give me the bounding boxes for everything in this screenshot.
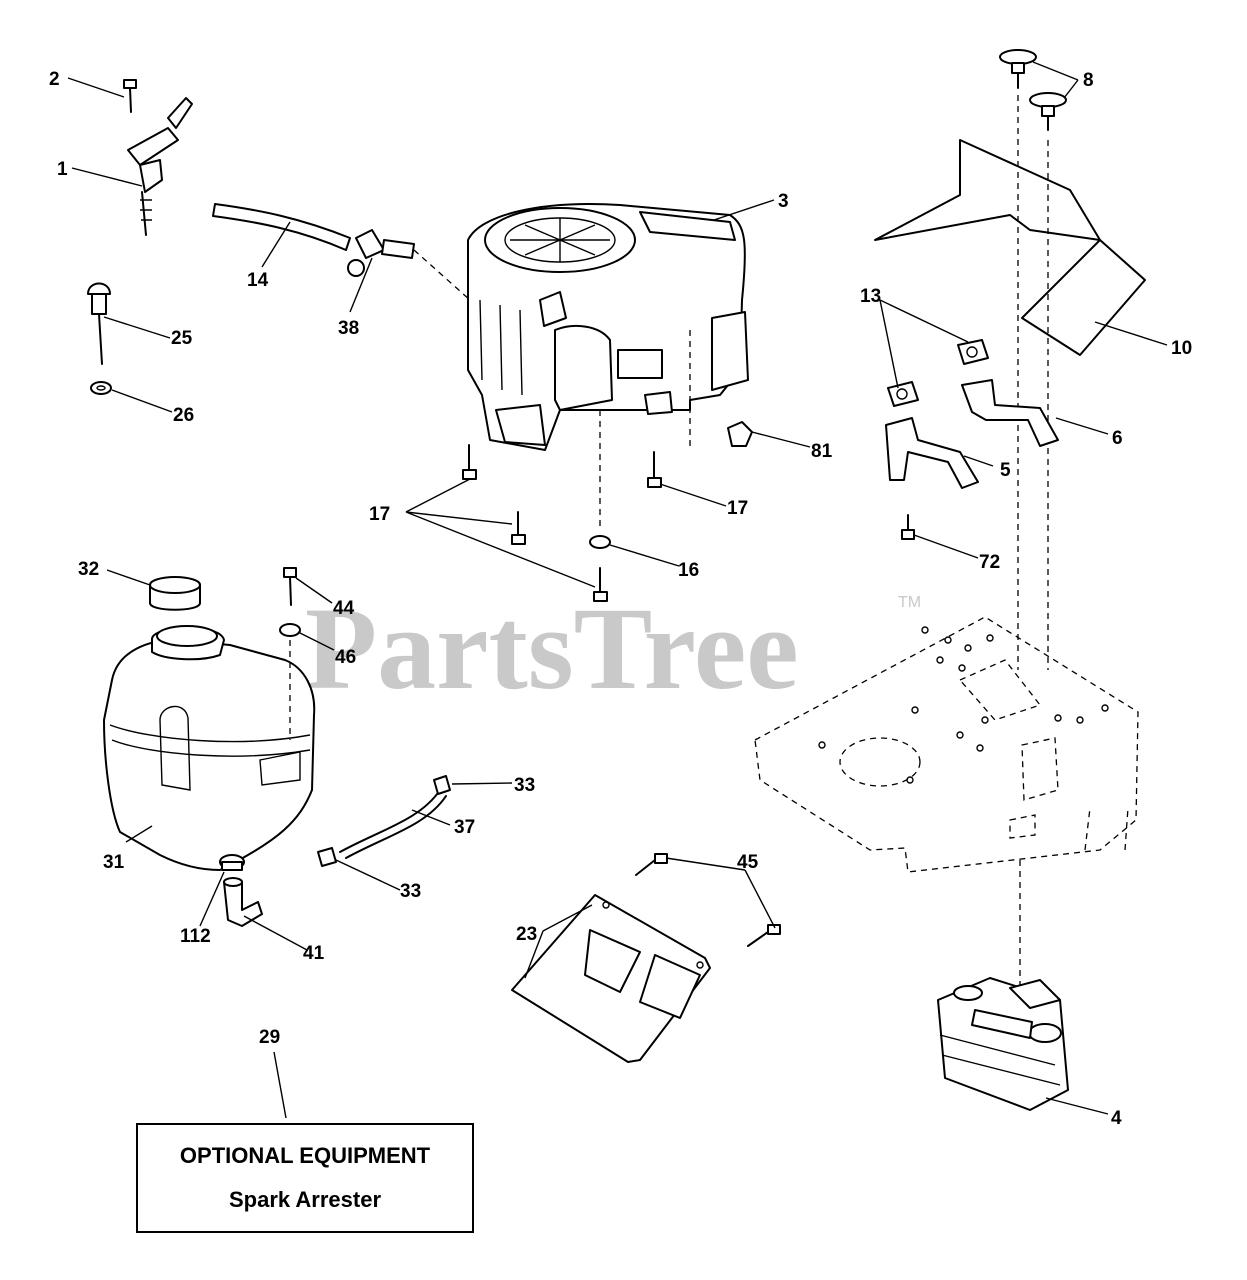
callout-31: 31 [103, 852, 125, 873]
callout-13: 13 [860, 286, 881, 307]
exhaust-pipe-part-6 [961, 379, 1059, 447]
callout-14: 14 [247, 270, 269, 291]
watermark-trademark: TM [898, 594, 921, 611]
callout-1: 1 [57, 159, 68, 180]
callout-45: 45 [737, 852, 759, 873]
washer-part-46 [279, 623, 301, 637]
callout-8: 8 [1083, 70, 1094, 91]
elbow-fitting-part-41 [223, 877, 263, 927]
gasket-part-13b [887, 381, 919, 407]
clamp-part-33a [433, 775, 451, 795]
callout-41: 41 [303, 943, 325, 964]
callout-44: 44 [333, 598, 355, 619]
dipstick-part [87, 282, 111, 365]
knob-part-8a [999, 49, 1037, 89]
knob-part-8b [1029, 92, 1067, 131]
callout-4: 4 [1111, 1108, 1122, 1129]
watermark-text: PartsTree [305, 583, 799, 714]
screw-part-2 [123, 79, 137, 113]
bolt-part-17d [647, 451, 662, 488]
leader-lines [67, 61, 1168, 1119]
bolt-part-45b [747, 924, 781, 947]
heat-shield-part [874, 139, 1146, 356]
throttle-control-part [127, 97, 193, 236]
callout-17a: 17 [369, 504, 390, 525]
nut-part-81 [727, 421, 753, 447]
callout-33b: 33 [400, 881, 421, 902]
callout-16: 16 [678, 560, 699, 581]
callout-2: 2 [49, 69, 60, 90]
screw-part-72 [901, 514, 915, 540]
callout-46: 46 [335, 647, 356, 668]
fuel-hose-part [339, 789, 447, 859]
callout-3: 3 [778, 191, 789, 212]
callout-38: 38 [338, 318, 359, 339]
bolt-part-17b [511, 511, 526, 545]
grommet-part-112 [219, 854, 245, 871]
optional-equipment-box: OPTIONAL EQUIPMENT Spark Arrester [136, 1123, 474, 1233]
bolt-part-45a [635, 853, 668, 876]
fuel-tank-part [103, 625, 316, 871]
bolt-part-17a [462, 444, 477, 480]
callout-10: 10 [1171, 338, 1192, 359]
callout-29: 29 [259, 1027, 280, 1048]
callout-labels: 1 2 3 4 5 6 8 10 13 14 16 17 17 23 25 26… [49, 69, 1192, 1129]
spark-arrester-label: Spark Arrester [228, 1187, 382, 1212]
engine-part [467, 203, 749, 530]
gasket-part-13a [957, 339, 989, 365]
washer-part-26 [90, 381, 112, 395]
callout-17b: 17 [727, 498, 748, 519]
callout-72: 72 [979, 552, 1000, 573]
exhaust-pipe-part-5 [885, 417, 979, 489]
mounting-plate-part [754, 616, 1139, 873]
callout-33a: 33 [514, 775, 535, 796]
muffler-part [937, 860, 1069, 1111]
callout-6: 6 [1112, 428, 1123, 449]
callout-25: 25 [171, 328, 193, 349]
fuel-line-part [212, 203, 471, 301]
guard-plate-part [511, 894, 711, 1063]
callout-112: 112 [180, 926, 211, 947]
callout-23: 23 [516, 924, 537, 945]
washer-part-16 [589, 535, 611, 549]
callout-26: 26 [173, 405, 194, 426]
callout-32: 32 [78, 559, 99, 580]
callout-5: 5 [1000, 460, 1011, 481]
screw-part-44 [283, 567, 297, 606]
fuel-cap-part [149, 576, 201, 611]
callout-81: 81 [811, 441, 833, 462]
clamp-part-33b [317, 847, 337, 867]
callout-37: 37 [454, 817, 475, 838]
bolt-part-17c [593, 567, 608, 602]
optional-equipment-title: OPTIONAL EQUIPMENT [179, 1143, 431, 1168]
